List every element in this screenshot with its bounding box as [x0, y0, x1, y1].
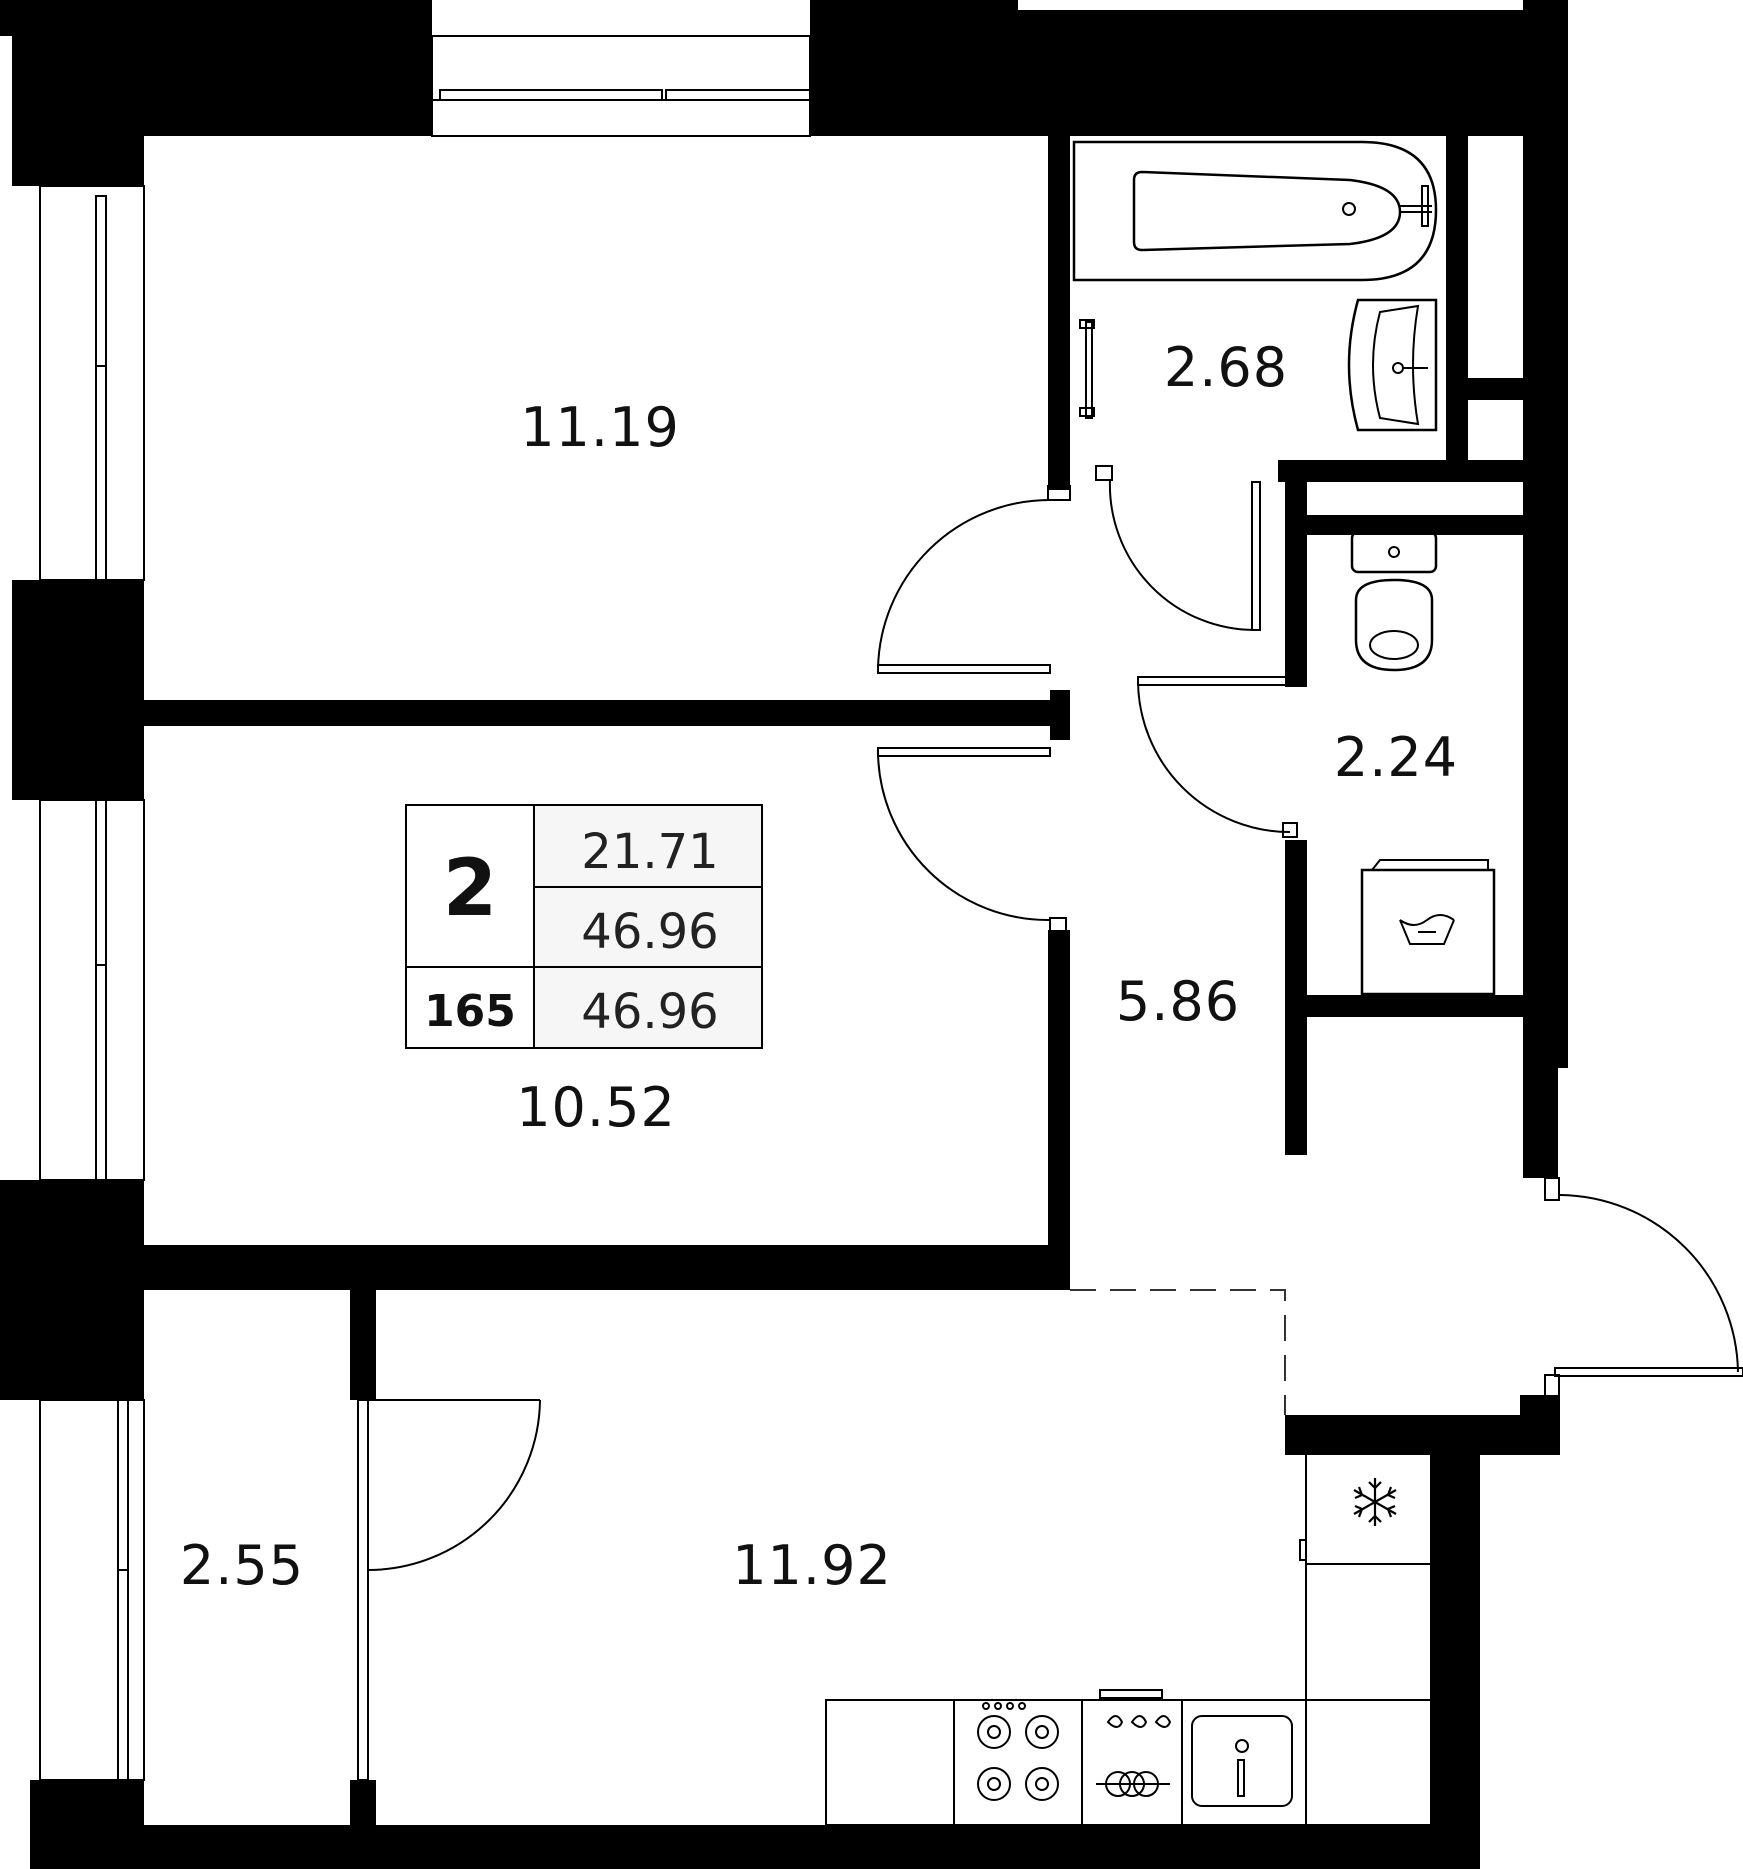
stove-icon	[977, 1702, 1059, 1801]
living-area-value: 21.71	[581, 824, 718, 880]
room-area-hallway: 5.86	[1116, 970, 1240, 1033]
doors	[357, 465, 1743, 1781]
room-area-bathroom: 2.68	[1164, 336, 1288, 399]
sink-icon	[1347, 298, 1438, 432]
windows	[39, 35, 811, 1781]
room-area-bedroom-top: 11.19	[520, 396, 680, 459]
room-area-bedroom-middle: 10.52	[516, 1076, 676, 1139]
washing-machine-icon	[1360, 859, 1496, 996]
bathtub-icon	[1072, 140, 1438, 282]
oven-icon	[1096, 1689, 1172, 1797]
room-area-toilet: 2.24	[1334, 726, 1458, 789]
summary-table: 2 21.71 46.96 165 46.96	[405, 804, 763, 1049]
room-area-balcony: 2.55	[180, 1534, 304, 1597]
fridge-snowflake-icon	[1299, 1439, 1437, 1565]
unit-number: 165	[424, 986, 516, 1037]
interior-walls	[144, 136, 1560, 1869]
total-area-value: 46.96	[581, 904, 718, 960]
total-area-value-2: 46.96	[581, 984, 718, 1040]
kitchen-sink-icon	[1191, 1715, 1293, 1807]
kitchen-counter	[825, 1564, 1437, 1826]
towel-rail-icon	[1079, 319, 1095, 419]
exterior-walls	[0, 0, 1568, 1869]
room-area-kitchen: 11.92	[732, 1534, 892, 1597]
room-count: 2	[443, 844, 497, 934]
toilet-icon	[1350, 530, 1438, 672]
